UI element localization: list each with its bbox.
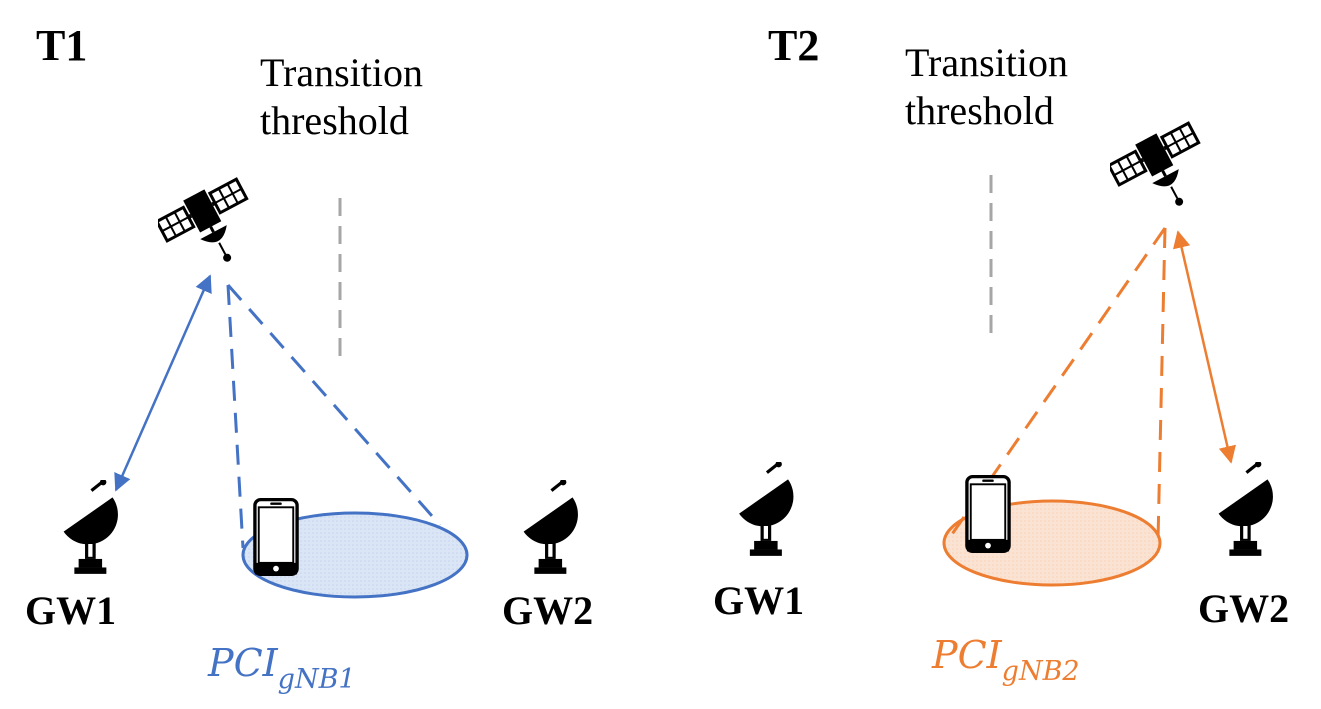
satellite-icon — [1110, 116, 1206, 222]
beam-edge-left — [226, 284, 245, 549]
smartphone-icon — [965, 474, 1011, 554]
satellite-dish-icon — [60, 480, 130, 576]
beam-edge-right — [226, 284, 442, 526]
smartphone-icon — [253, 497, 299, 577]
feeder-link — [114, 274, 212, 492]
beam-edge-right — [1156, 227, 1167, 541]
threshold-label-line2: threshold — [260, 98, 409, 143]
pci-subscript: gNB2 — [1002, 656, 1080, 687]
gw1-label: GW1 — [713, 578, 804, 623]
panel-t1: T1 Transition threshold GW1 GW2 PCIgNB1 — [25, 21, 593, 695]
pci-label: PCIgNB2 — [931, 633, 1080, 687]
panel-title: T1 — [36, 21, 87, 70]
pci-subscript: gNB1 — [278, 664, 356, 695]
panel-t2: T2 Transition threshold GW1 GW2 PCIgNB2 — [713, 21, 1289, 687]
satellite-dish-icon — [1215, 462, 1285, 558]
coverage-cell — [241, 511, 469, 599]
gw2-label: GW2 — [502, 588, 593, 633]
pci-main: PCI — [207, 641, 279, 685]
gw2-label: GW2 — [1198, 586, 1289, 631]
gw1-label: GW1 — [25, 588, 116, 633]
threshold-label-line1: Transition — [260, 50, 423, 95]
threshold-label-line1: Transition — [905, 40, 1068, 85]
satellite-dish-icon — [520, 480, 590, 576]
satellite-icon — [158, 172, 254, 278]
pci-main: PCI — [931, 633, 1003, 677]
threshold-label-line2: threshold — [905, 88, 1054, 133]
panel-title: T2 — [768, 21, 819, 70]
pci-label: PCIgNB1 — [207, 641, 356, 695]
feeder-link — [1173, 230, 1236, 464]
satellite-dish-icon — [736, 462, 807, 558]
